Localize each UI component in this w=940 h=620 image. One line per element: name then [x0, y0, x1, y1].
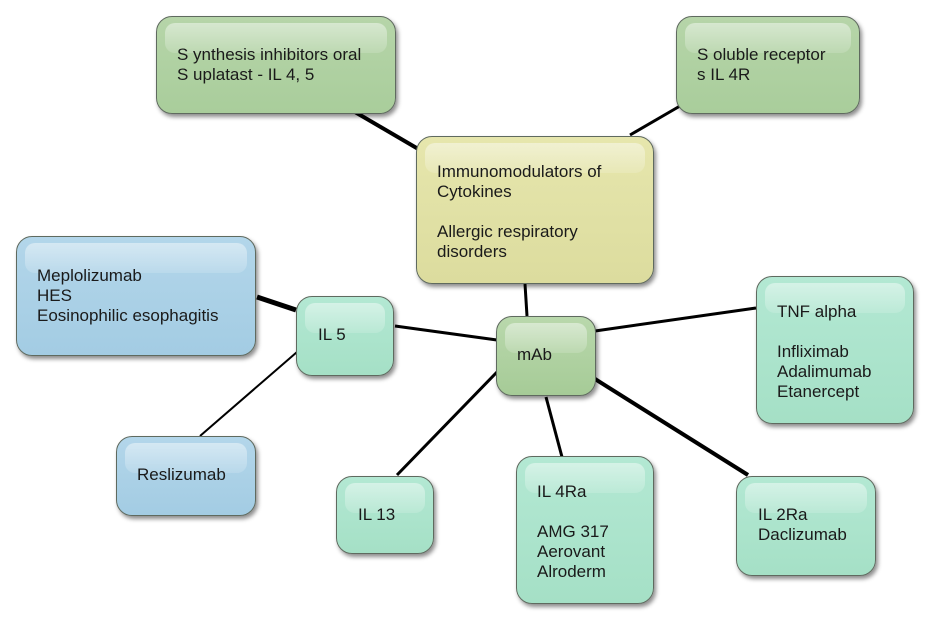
- node-label: TNF alpha Infliximab Adalimumab Etanerce…: [777, 302, 872, 401]
- node-meplolizumab[interactable]: Meplolizumab HES Eosinophilic esophagiti…: [16, 236, 256, 356]
- node-center-immunomodulators[interactable]: Immunomodulators of Cytokines Allergic r…: [416, 136, 654, 284]
- link-mab-il5: [394, 324, 498, 342]
- node-label: IL 5: [318, 325, 346, 344]
- node-synthesis-inhibitors[interactable]: S ynthesis inhibitors oral S uplatast - …: [156, 16, 396, 114]
- node-il4ra[interactable]: IL 4Ra AMG 317 Aerovant Alroderm: [516, 456, 654, 604]
- link-mab-il2ra: [593, 377, 750, 477]
- node-mab[interactable]: mAb: [496, 316, 596, 396]
- link-il5-reslizumab: [199, 351, 298, 437]
- node-label: IL 13: [358, 505, 396, 524]
- link-mab-tnf: [594, 306, 757, 333]
- node-label: Immunomodulators of Cytokines Allergic r…: [437, 162, 602, 261]
- node-label: Reslizumab: [137, 465, 226, 484]
- node-label: mAb: [517, 345, 552, 364]
- node-label: IL 2Ra Daclizumab: [758, 505, 847, 544]
- link-mab-il13: [395, 370, 499, 477]
- link-il5-meplolizumab: [256, 294, 297, 313]
- link-center-synthesis: [353, 110, 422, 152]
- node-label: S ynthesis inhibitors oral S uplatast - …: [177, 45, 362, 84]
- node-label: IL 4Ra AMG 317 Aerovant Alroderm: [537, 482, 609, 581]
- link-mab-il4ra: [544, 396, 564, 458]
- node-reslizumab[interactable]: Reslizumab: [116, 436, 256, 516]
- node-il5[interactable]: IL 5: [296, 296, 394, 376]
- node-tnf-alpha[interactable]: TNF alpha Infliximab Adalimumab Etanerce…: [756, 276, 914, 424]
- node-il13[interactable]: IL 13: [336, 476, 434, 554]
- node-label: S oluble receptor s IL 4R: [697, 45, 826, 84]
- node-soluble-receptor[interactable]: S oluble receptor s IL 4R: [676, 16, 860, 114]
- link-center-soluble: [629, 104, 681, 137]
- node-label: Meplolizumab HES Eosinophilic esophagiti…: [37, 266, 219, 325]
- node-il2ra[interactable]: IL 2Ra Daclizumab: [736, 476, 876, 576]
- link-center-mab: [523, 283, 529, 317]
